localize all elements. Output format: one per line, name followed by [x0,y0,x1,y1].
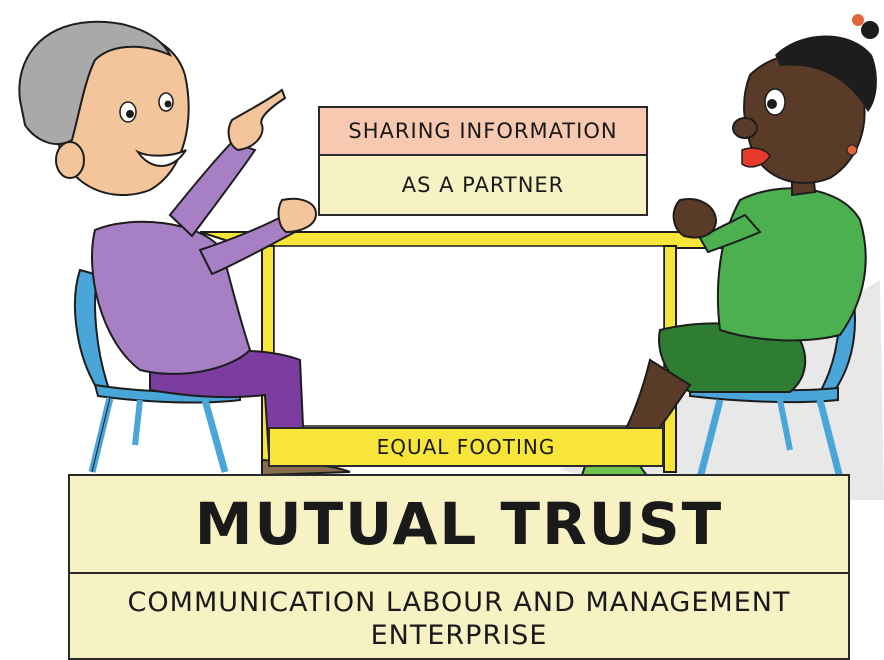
foundation-banner: COMMUNICATION LABOUR AND MANAGEMENT ENTE… [68,574,850,660]
sharing-information-box: SHARING INFORMATION [318,106,648,156]
table-icon [199,231,741,473]
foundation-line-1: COMMUNICATION LABOUR AND MANAGEMENT [127,587,791,618]
foundation-line-2: ENTERPRISE [370,620,548,651]
as-a-partner-box: AS A PARTNER [318,156,648,216]
woman-figure-icon [578,14,879,484]
man-figure-icon [18,20,351,477]
equal-footing-label: EQUAL FOOTING [268,427,664,467]
mutual-trust-banner: MUTUAL TRUST [68,474,850,574]
